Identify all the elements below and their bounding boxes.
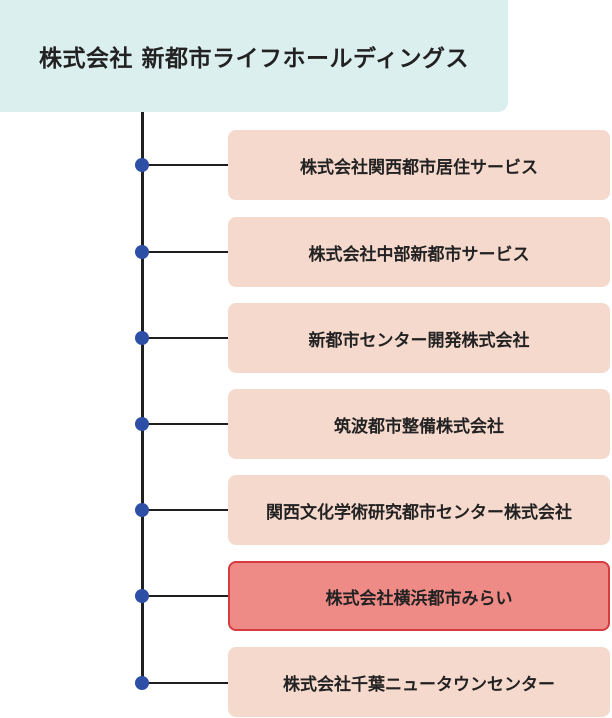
subsidiary-label: 筑波都市整備株式会社 (334, 416, 504, 437)
node-dot (135, 503, 149, 517)
subsidiary-label: 新都市センター開発株式会社 (308, 330, 530, 351)
branch-connector-line (142, 595, 228, 597)
node-dot (135, 589, 149, 603)
branch-connector-line (142, 509, 228, 511)
subsidiary-box: 株式会社関西都市居住サービス (228, 130, 610, 200)
subsidiary-box: 筑波都市整備株式会社 (228, 389, 610, 459)
subsidiary-label: 株式会社関西都市居住サービス (300, 157, 538, 178)
parent-company-box: 株式会社 新都市ライフホールディングス (0, 0, 508, 112)
node-dot (135, 245, 149, 259)
subsidiary-box: 株式会社千葉ニュータウンセンター (228, 647, 610, 717)
subsidiary-box: 新都市センター開発株式会社 (228, 303, 610, 373)
branch-connector-line (142, 251, 228, 253)
subsidiary-box: 関西文化学術研究都市センター株式会社 (228, 475, 610, 545)
trunk-connector-line (141, 112, 144, 683)
subsidiary-label: 株式会社千葉ニュータウンセンター (283, 674, 555, 695)
subsidiary-label: 株式会社中部新都市サービス (308, 244, 530, 265)
node-dot (135, 676, 149, 690)
subsidiary-label: 株式会社横浜都市みらい (325, 588, 513, 609)
subsidiary-box-highlighted: 株式会社横浜都市みらい (228, 561, 610, 631)
subsidiary-label: 関西文化学術研究都市センター株式会社 (266, 502, 572, 523)
branch-connector-line (142, 423, 228, 425)
parent-company-label: 株式会社 新都市ライフホールディングス (39, 46, 469, 72)
branch-connector-line (142, 164, 228, 166)
subsidiary-box: 株式会社中部新都市サービス (228, 217, 610, 287)
branch-connector-line (142, 682, 228, 684)
node-dot (135, 331, 149, 345)
node-dot (135, 417, 149, 431)
node-dot (135, 158, 149, 172)
branch-connector-line (142, 337, 228, 339)
